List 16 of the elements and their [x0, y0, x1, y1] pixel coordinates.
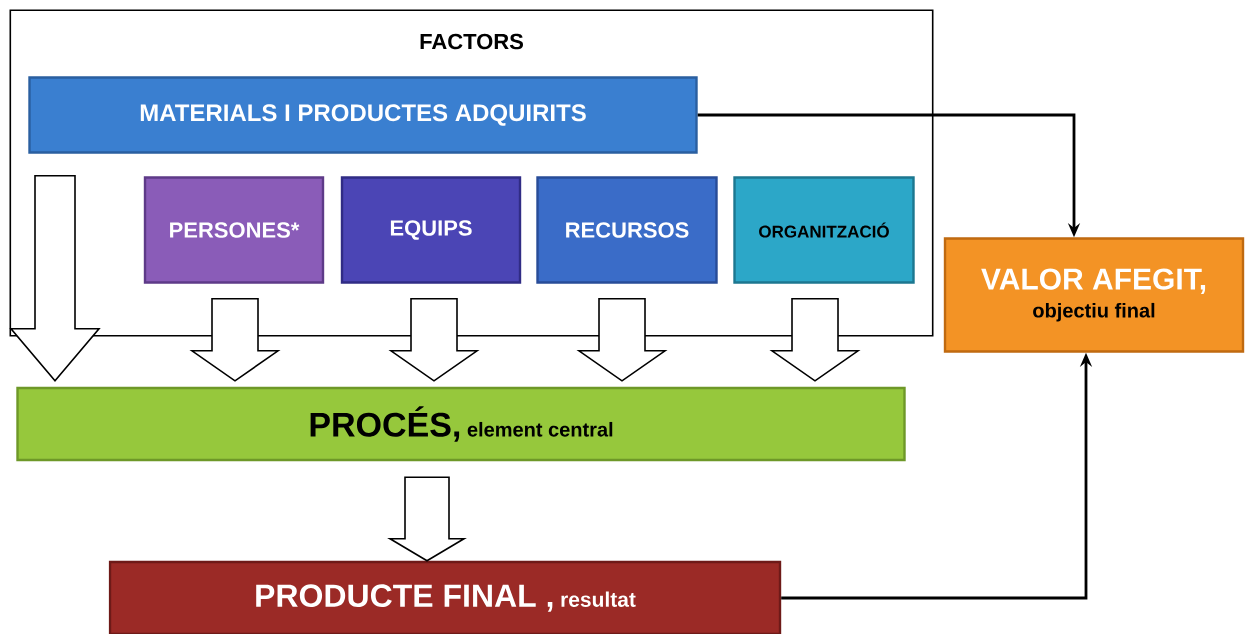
process-box: ORGANITZACIÓ — [733, 176, 915, 284]
process-box: PERSONES* — [143, 176, 325, 284]
block-arrow — [576, 297, 668, 382]
block-arrow — [387, 476, 467, 562]
factors-frame — [9, 9, 934, 337]
block-arrow — [388, 297, 480, 382]
frame-heading: FACTORS — [420, 33, 523, 50]
block-arrow — [9, 174, 101, 383]
block-arrow — [769, 297, 861, 382]
process-box: RECURSOS — [536, 176, 718, 284]
process-box: PROCÉS, element central — [16, 386, 906, 462]
block-arrow — [189, 297, 281, 382]
result-box: PRODUCTE FINAL , resultat — [108, 560, 782, 634]
result-box: VALOR AFEGIT, objectiu final — [943, 237, 1245, 353]
process-box: MATERIALS I PRODUCTES ADQUIRITS — [28, 76, 698, 154]
process-box: EQUIPS — [340, 176, 522, 284]
